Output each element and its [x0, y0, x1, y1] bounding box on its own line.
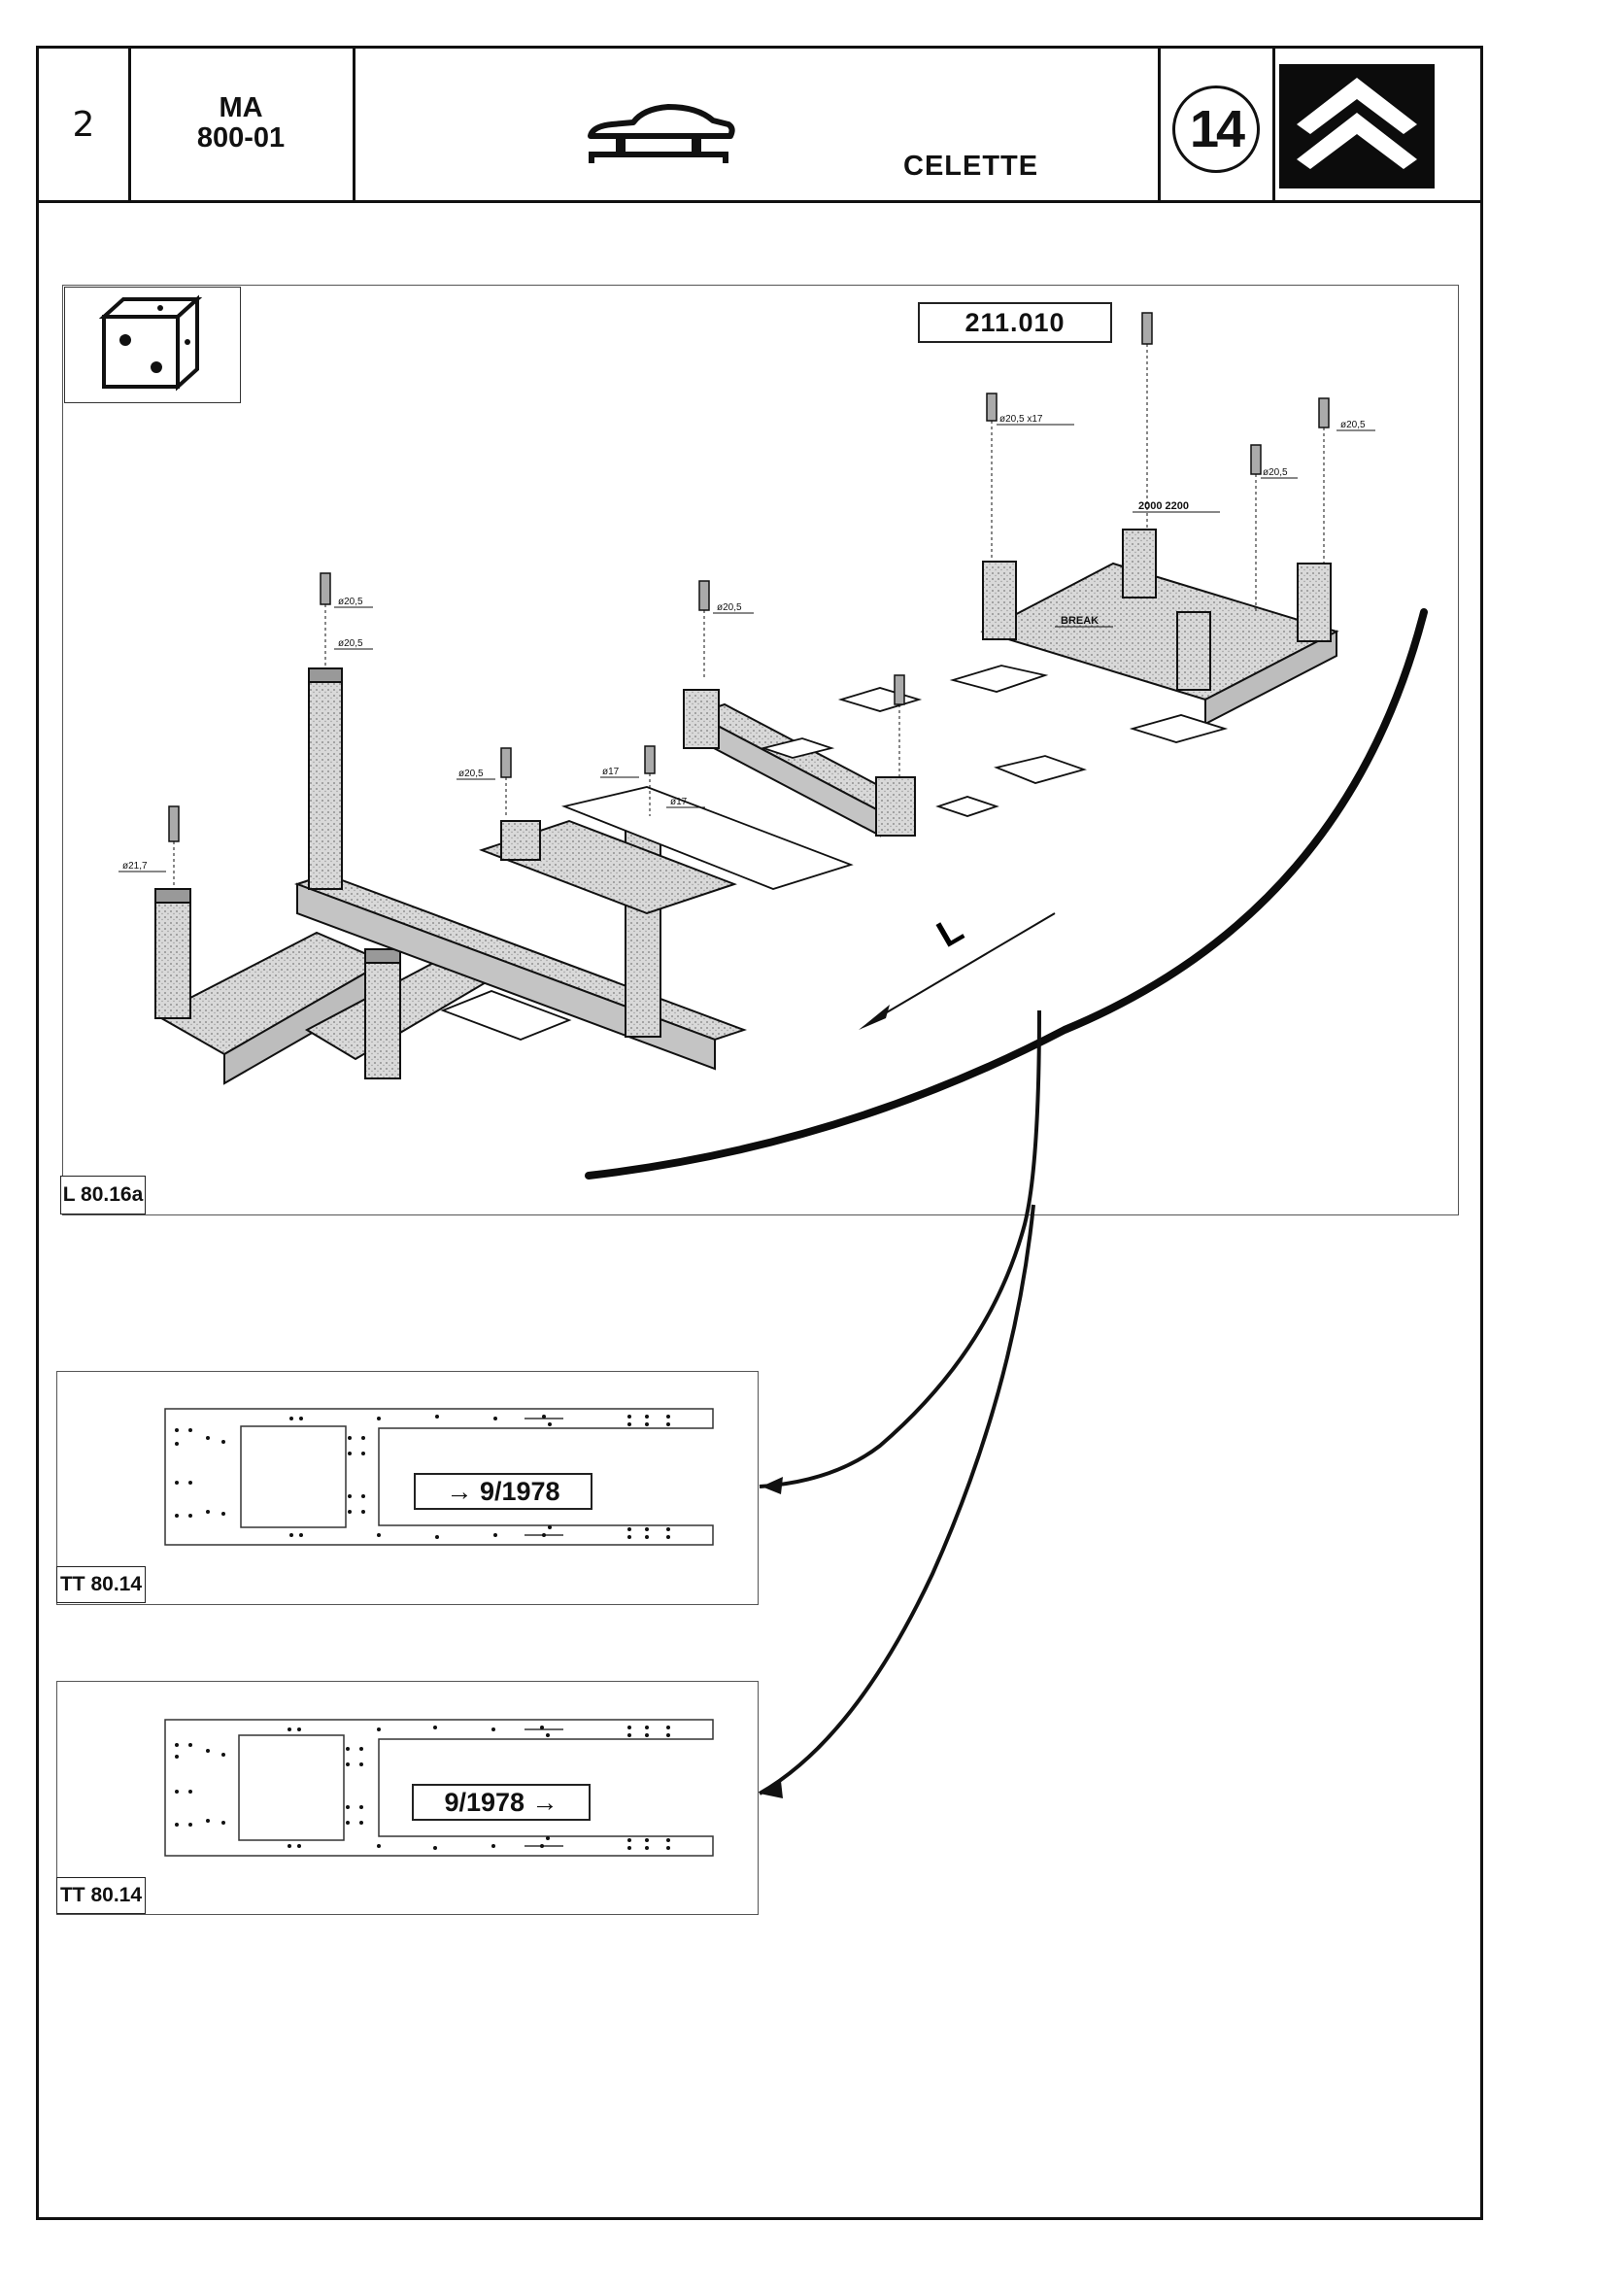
callout-d17-b: ø17 [670, 797, 688, 807]
callout-break: BREAK [1061, 615, 1099, 627]
callout-d205-d: ø20,5 [717, 602, 742, 613]
page-number: 2 [72, 104, 95, 145]
variant-after-bench-plan [164, 1719, 714, 1857]
bench-exploded-drawing: ø20,5 ø20,5 ø21,7 ø20,5 ø17 ø17 ø20,5 ø2… [118, 312, 1428, 1180]
model-line-2: 800-01 [196, 122, 286, 154]
variant-before-bench-plan [164, 1408, 714, 1546]
header-divider [1272, 46, 1275, 203]
locating-pins [168, 312, 1330, 842]
page-frame [36, 46, 1483, 2220]
pin-axes [173, 344, 1325, 889]
section-badge: 14 [1172, 85, 1260, 173]
header-divider [36, 200, 1483, 203]
double-chevron-icon [1297, 78, 1417, 169]
variant-before-frame [56, 1371, 759, 1605]
rear-frame-assembly [980, 529, 1339, 726]
variant-after-frame [56, 1681, 759, 1915]
dimension-callouts: ø20,5 ø20,5 ø21,7 ø20,5 ø17 ø17 ø20,5 ø2… [118, 414, 1375, 872]
die-cube-icon [98, 294, 203, 392]
variant-before-date: → 9/1978 [414, 1473, 592, 1510]
callout-d205-a: ø20,5 [338, 597, 363, 607]
callout-dims: 2000 2200 [1138, 500, 1189, 512]
callout-d205x17: ø20,5 x17 [999, 414, 1043, 425]
main-figure-frame [62, 285, 1459, 1215]
callout-d205-e: ø20,5 [1263, 467, 1288, 478]
variant-after-date: 9/1978 → [412, 1784, 591, 1821]
callout-d205-b: ø20,5 [338, 638, 363, 649]
model-code: MA 800-01 [131, 93, 351, 154]
variant-before-tag: TT 80.14 [56, 1566, 146, 1603]
car-on-lift-icon [588, 104, 735, 163]
figure-tag: L 80.16a [60, 1176, 146, 1214]
header-divider [353, 46, 355, 203]
model-line-1: MA [219, 92, 263, 123]
detail-boundary-arc [585, 608, 1428, 1180]
header-divider [1158, 46, 1161, 203]
brand-name: CELETTE [903, 151, 1039, 182]
callout-d205-c: ø20,5 [458, 769, 484, 779]
variant-after-tag: TT 80.14 [56, 1877, 146, 1914]
callout-d205-f: ø20,5 [1340, 420, 1366, 430]
callout-d17-a: ø17 [602, 767, 620, 777]
front-frame-assembly [153, 667, 748, 1085]
part-reference: 211.010 [918, 302, 1112, 343]
die-icon-box [64, 287, 241, 403]
callout-d217: ø21,7 [122, 861, 148, 872]
header-divider [128, 46, 131, 203]
middle-crossmember [683, 689, 916, 838]
citroen-logo [1279, 64, 1435, 188]
